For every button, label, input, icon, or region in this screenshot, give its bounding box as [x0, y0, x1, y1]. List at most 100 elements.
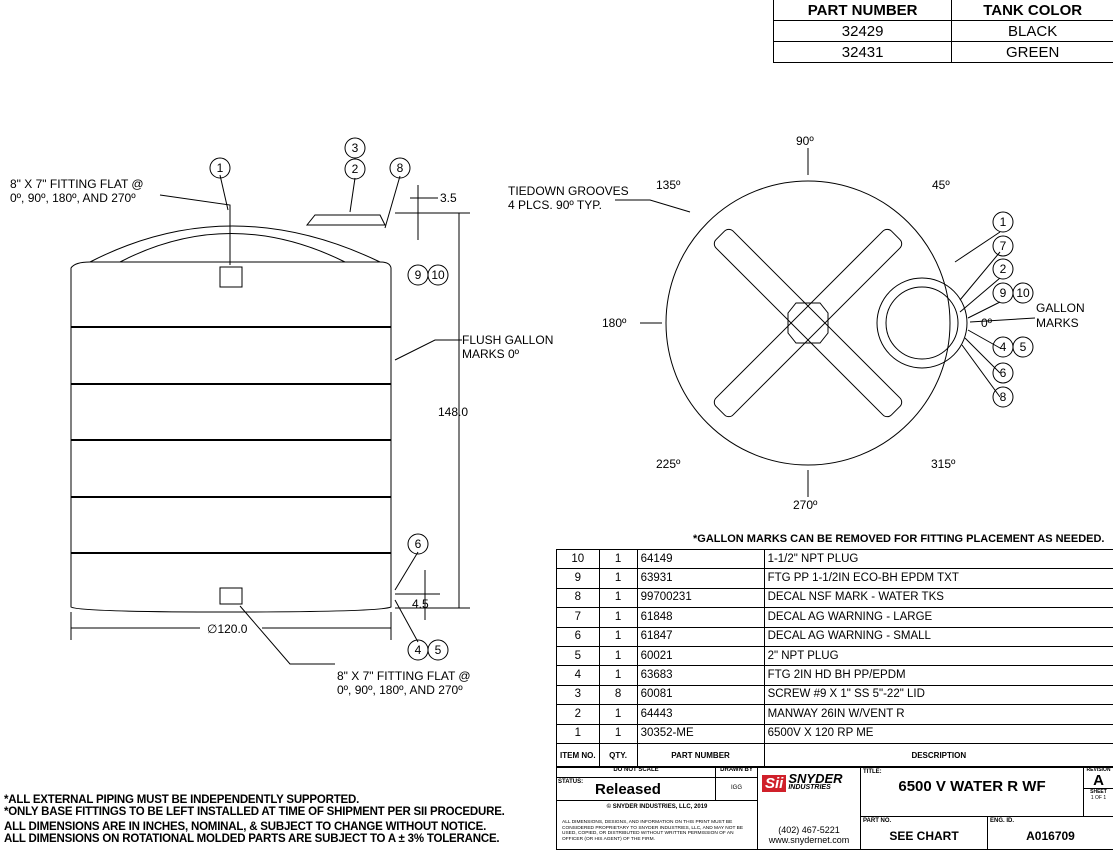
phone: (402) 467-5221: [757, 825, 861, 835]
copyright: © SNYDER INDUSTRIES, LLC, 2019: [556, 804, 758, 810]
sheet-label: SHEET: [1084, 788, 1113, 795]
bom-description: DECAL AG WARNING - LARGE: [764, 608, 1113, 627]
eng-id-label: ENG. ID.: [990, 818, 1014, 824]
logo-name: SNYDER: [788, 774, 842, 783]
dim-height: 148.0: [438, 405, 468, 419]
dim-diameter: ∅120.0: [207, 622, 248, 636]
dim-bottom: 4.5: [412, 597, 429, 611]
snyder-logo: Sii SNYDER INDUSTRIES: [762, 772, 843, 794]
bom-description: FTG 2IN HD BH PP/EPDM: [764, 666, 1113, 685]
bom-item-no: 8: [557, 588, 600, 607]
angle-270: 270º: [793, 498, 818, 512]
part-no-label: PART NO.: [863, 818, 891, 824]
bom-qty: 1: [599, 608, 637, 627]
bom-qty: 1: [599, 588, 637, 607]
bom-description: DECAL NSF MARK - WATER TKS: [764, 588, 1113, 607]
header-part-number: PART NUMBER: [774, 0, 952, 21]
bom-part-number: 61848: [637, 608, 764, 627]
bom-part-number: 64149: [637, 550, 764, 569]
logo-sub: INDUSTRIES: [788, 783, 842, 792]
top-balloon-9: 9: [1000, 286, 1007, 300]
angle-135: 135º: [656, 178, 681, 192]
bom-item-no: 10: [557, 550, 600, 569]
gallon-note-2: MARKS: [1036, 316, 1079, 330]
bom-part-number: 64443: [637, 705, 764, 724]
bom-item-no: 7: [557, 608, 600, 627]
bom-description: SCREW #9 X 1" SS 5"-22" LID: [764, 685, 1113, 704]
status-label: STATUS:: [558, 779, 583, 785]
drawing-title: 6500 V WATER R WF: [861, 778, 1083, 795]
bom-qty: 1: [599, 666, 637, 685]
bom-part-number: 60081: [637, 685, 764, 704]
gallon-removal-note: *GALLON MARKS CAN BE REMOVED FOR FITTING…: [693, 533, 1105, 545]
fitting-note-bottom-2: 0º, 90º, 180º, AND 270º: [337, 683, 463, 697]
note: ALL DIMENSIONS ON ROTATIONAL MOLDED PART…: [4, 833, 505, 845]
header-tank-color: TANK COLOR: [952, 0, 1113, 21]
bom-part-number: 63683: [637, 666, 764, 685]
bom-item-no: 4: [557, 666, 600, 685]
top-balloon-5: 5: [1020, 340, 1027, 354]
gallon-note-1: GALLON: [1036, 301, 1085, 315]
balloon-1: 1: [217, 161, 224, 175]
tiedown-note-2: 4 PLCS. 90º TYP.: [508, 198, 602, 212]
bom-qty: 1: [599, 724, 637, 743]
top-balloon-2: 2: [1000, 262, 1007, 276]
bom-qty: 1: [599, 550, 637, 569]
tank-color: BLACK: [952, 21, 1113, 42]
tank-color: GREEN: [952, 42, 1113, 63]
angle-0: 0º: [981, 316, 993, 330]
bom-part-number: 60021: [637, 646, 764, 665]
angle-225: 225º: [656, 457, 681, 471]
top-balloon-10: 10: [1016, 286, 1030, 300]
bom-header-description: DESCRIPTION: [764, 743, 1113, 767]
bom-part-number: 61847: [637, 627, 764, 646]
top-view: [615, 148, 1035, 499]
balloon-8: 8: [397, 161, 404, 175]
part-no: SEE CHART: [861, 829, 987, 843]
note: *ONLY BASE FITTINGS TO BE LEFT INSTALLED…: [4, 806, 505, 818]
angle-90: 90º: [796, 134, 814, 148]
angle-45: 45º: [932, 178, 950, 192]
bom-item-no: 5: [557, 646, 600, 665]
tiedown-note-1: TIEDOWN GROOVES: [508, 184, 629, 198]
bom-description: FTG PP 1-1/2IN ECO-BH EPDM TXT: [764, 569, 1113, 588]
fitting-note-bottom-1: 8" X 7" FITTING FLAT @: [337, 669, 471, 683]
part-number: 32429: [774, 21, 952, 42]
balloon-9: 9: [415, 268, 422, 282]
bom-qty: 1: [599, 705, 637, 724]
proprietary-notice: ALL DIMENSIONS, DESIGNS, AND INFORMATION…: [562, 820, 754, 842]
bom-qty: 1: [599, 569, 637, 588]
revision: A: [1084, 773, 1113, 788]
bom-item-no: 1: [557, 724, 600, 743]
bom-item-no: 2: [557, 705, 600, 724]
balloon-4: 4: [415, 643, 422, 657]
drawn-by: IGG: [715, 777, 758, 801]
bom-item-no: 9: [557, 569, 600, 588]
side-view: [71, 175, 470, 664]
angle-180: 180º: [602, 316, 627, 330]
bom-description: 6500V X 120 RP ME: [764, 724, 1113, 743]
top-balloon-6: 6: [1000, 366, 1007, 380]
top-balloon-1: 1: [1000, 215, 1007, 229]
sheet: 1 OF 1: [1084, 795, 1113, 801]
balloon-2: 2: [352, 162, 359, 176]
flush-note-2: MARKS 0º: [462, 347, 520, 361]
side-view-balloons: [210, 138, 448, 660]
bom-description: 1-1/2" NPT PLUG: [764, 550, 1113, 569]
website[interactable]: www.snydernet.com: [757, 835, 861, 845]
bom-item-no: 3: [557, 685, 600, 704]
part-number: 32431: [774, 42, 952, 63]
top-balloon-4: 4: [1000, 340, 1007, 354]
flush-note-1: FLUSH GALLON: [462, 333, 553, 347]
note: ALL DIMENSIONS ARE IN INCHES, NOMINAL, &…: [4, 821, 505, 833]
